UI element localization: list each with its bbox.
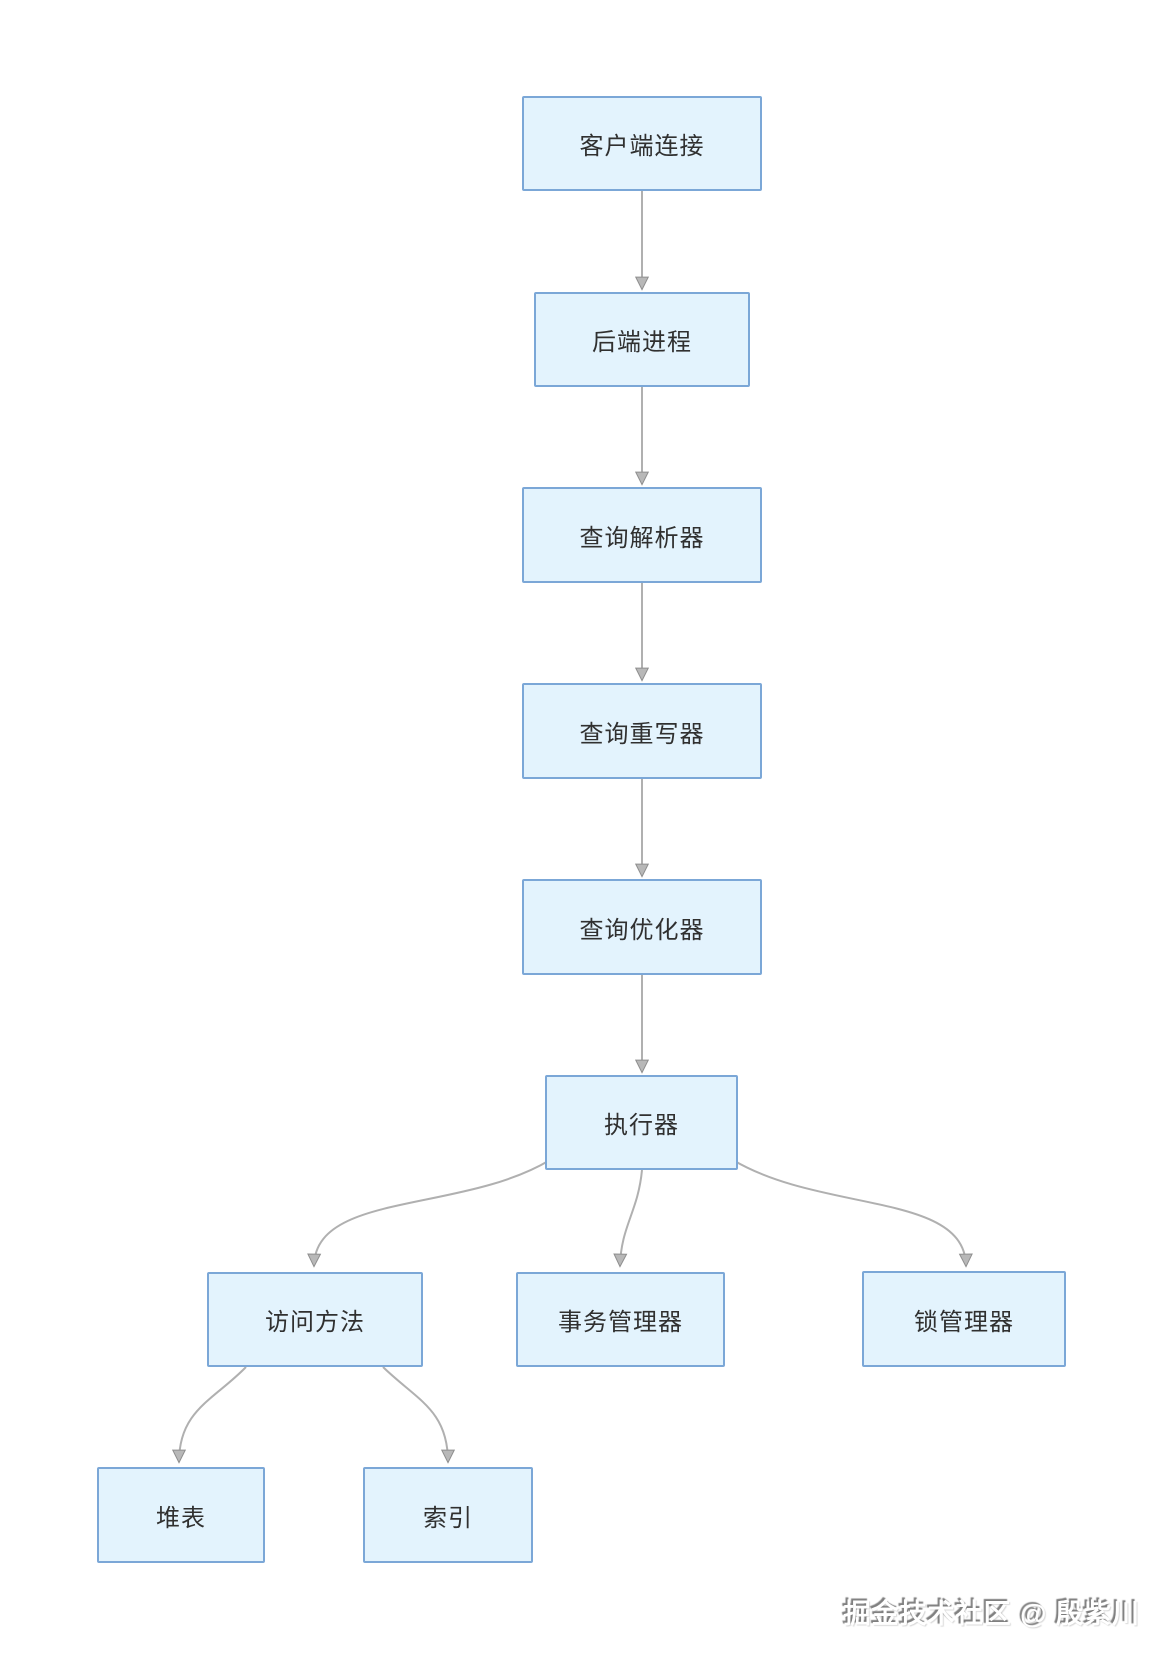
edge-access-to-heap	[171, 1366, 247, 1464]
node-query-optimizer: 查询优化器	[522, 879, 762, 975]
node-client-connection: 客户端连接	[522, 96, 762, 191]
edge-access-to-index	[382, 1366, 456, 1464]
node-access-methods: 访问方法	[207, 1272, 423, 1367]
node-index: 索引	[363, 1467, 533, 1563]
node-executor: 执行器	[545, 1075, 738, 1170]
node-lock-manager: 锁管理器	[862, 1271, 1066, 1367]
node-backend-process: 后端进程	[534, 292, 750, 387]
edge-executor-to-lock	[732, 1159, 973, 1268]
node-query-rewriter: 查询重写器	[522, 683, 762, 779]
node-heap-table: 堆表	[97, 1467, 265, 1563]
watermark: 掘金技术社区 @ 殷紫川	[843, 1599, 1140, 1629]
node-transaction-manager: 事务管理器	[516, 1272, 725, 1367]
node-query-parser: 查询解析器	[522, 487, 762, 583]
edge-executor-to-txn	[613, 1169, 643, 1268]
edge-executor-to-access	[307, 1159, 551, 1268]
